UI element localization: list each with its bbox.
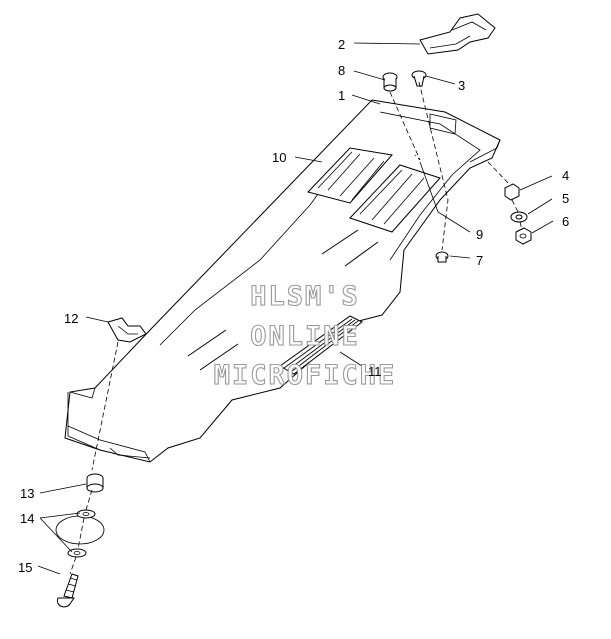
watermark: HLSM'S ONLINE MICROFICHE [213,280,397,391]
callout-4: 4 [562,168,569,183]
spacer-13 [86,473,104,493]
callout-13: 13 [20,486,34,501]
label-decal-10 [307,147,441,233]
callout-7: 7 [476,253,483,268]
vent-slots [187,229,379,371]
callout-6: 6 [562,214,569,229]
watermark-line-1: HLSM'S [250,281,360,312]
nut-6 [515,227,532,245]
screw-8 [382,72,398,92]
bracket-2 [419,13,496,55]
callout-8: 8 [338,63,345,78]
callout-2: 2 [338,37,345,52]
label-decal-11 [279,315,363,375]
screw-7 [435,251,449,263]
callouts: 2 8 3 1 10 4 5 6 9 7 11 12 13 14 15 [18,37,569,575]
watermark-line-3: MICROFICHE [214,360,397,391]
callout-14: 14 [20,511,34,526]
callout-9: 9 [476,227,483,242]
callout-15: 15 [18,560,32,575]
callout-5: 5 [562,191,569,206]
callout-1: 1 [338,88,345,103]
callout-12: 12 [64,311,78,326]
nut-4 [504,183,520,201]
washer-5 [510,211,528,223]
leader-lines [37,42,554,575]
clip-12 [107,317,147,343]
callout-10: 10 [272,150,286,165]
assembly-lines [69,81,523,575]
washers-14 [55,509,105,558]
callout-11: 11 [368,364,382,379]
screw-3 [411,70,427,87]
watermark-line-2: ONLINE [250,321,360,352]
callout-3: 3 [458,78,465,93]
bolt-15 [56,573,79,608]
